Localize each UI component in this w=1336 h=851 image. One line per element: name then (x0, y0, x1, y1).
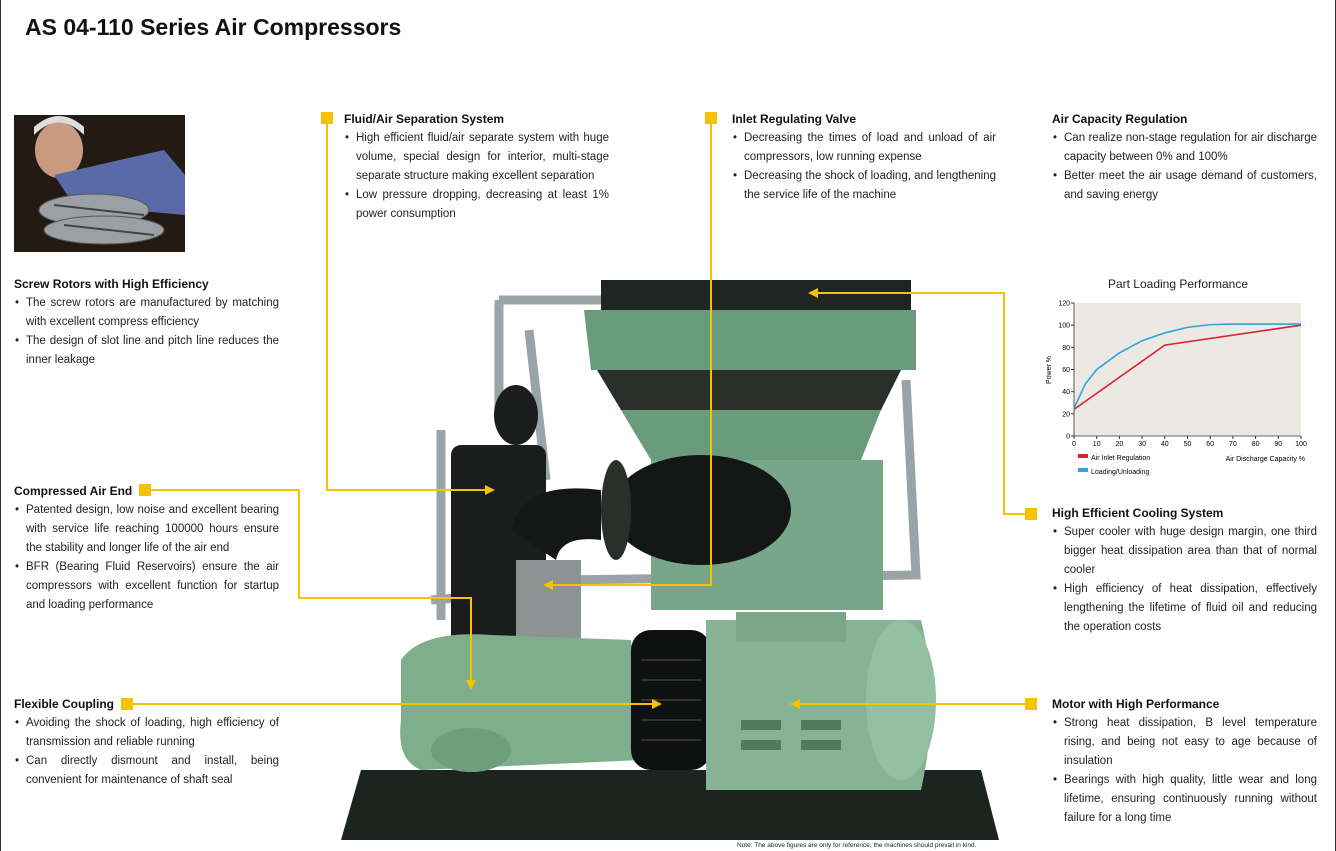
section-title: Compressed Air End (14, 484, 133, 498)
x-axis-label: Air Discharge Capacity % (1226, 456, 1305, 463)
flexible-coupling-section: Flexible Coupling Avoiding the shock of … (14, 695, 279, 790)
y-tick-label: 100 (1058, 323, 1070, 330)
bullet: Can directly dismount and install, being… (14, 752, 279, 790)
x-tick-label: 50 (1184, 441, 1192, 448)
bullet: Patented design, low noise and excellent… (14, 501, 279, 558)
y-tick-label: 60 (1062, 367, 1070, 374)
bullet: Decreasing the times of load and unload … (732, 129, 996, 167)
footnote: Note: The above figures are only for ref… (737, 842, 977, 849)
x-tick-label: 20 (1116, 441, 1124, 448)
x-tick-label: 30 (1138, 441, 1146, 448)
bullet: Bearings with high quality, little wear … (1052, 771, 1317, 828)
plot-area (1074, 303, 1301, 436)
x-tick-label: 40 (1161, 441, 1169, 448)
cooling-system-section: High Efficient Cooling System Super cool… (1052, 504, 1317, 637)
y-tick-label: 0 (1066, 434, 1070, 441)
bullet: BFR (Bearing Fluid Reservoirs) ensure th… (14, 558, 279, 615)
section-title: Fluid/Air Separation System (344, 112, 505, 126)
x-tick-label: 90 (1274, 441, 1282, 448)
x-tick-label: 60 (1206, 441, 1214, 448)
inlet-regulating-valve-section: Inlet Regulating Valve Decreasing the ti… (732, 110, 996, 205)
section-title: Screw Rotors with High Efficiency (14, 277, 209, 291)
y-tick-label: 40 (1062, 389, 1070, 396)
section-title: High Efficient Cooling System (1052, 506, 1224, 520)
y-tick-label: 120 (1058, 301, 1070, 308)
part-loading-chart: Part Loading Performance 0 10 20 30 40 50 60 70… (1046, 277, 1307, 476)
section-title: Flexible Coupling (14, 697, 115, 711)
bullet: The screw rotors are manufactured by mat… (14, 294, 279, 332)
air-capacity-regulation-section: Air Capacity Regulation Can realize non-… (1052, 110, 1317, 205)
compressed-air-end-section: Compressed Air End Patented design, low … (14, 482, 279, 615)
page-title: AS 04-110 Series Air Compressors (25, 14, 402, 40)
section-title: Air Capacity Regulation (1052, 112, 1188, 126)
y-axis-label: Power % (1046, 356, 1053, 384)
legend-swatch-blue (1078, 468, 1088, 472)
bullet: Can realize non-stage regulation for air… (1052, 129, 1317, 167)
bullet: High efficient fluid/air separate system… (344, 129, 609, 186)
bullet: Better meet the air usage demand of cust… (1052, 167, 1317, 205)
bullet: High efficiency of heat dissipation, eff… (1052, 580, 1317, 637)
motor-section: Motor with High Performance Strong heat … (1052, 695, 1317, 828)
bullet: Super cooler with huge design margin, on… (1052, 523, 1317, 580)
legend-label: Air Inlet Regulation (1091, 455, 1150, 462)
x-tick-label: 80 (1252, 441, 1260, 448)
fluid-air-separation-section: Fluid/Air Separation System High efficie… (344, 110, 609, 224)
y-tick-label: 20 (1062, 411, 1070, 418)
section-title: Motor with High Performance (1052, 697, 1220, 711)
chart-title: Part Loading Performance (1108, 277, 1248, 291)
legend-label: Loading/Unloading (1091, 469, 1149, 476)
section-title: Inlet Regulating Valve (732, 112, 857, 126)
series-line-0 (1073, 324, 1302, 411)
legend-swatch-red (1078, 454, 1088, 458)
bullet: Decreasing the shock of loading, and len… (732, 167, 996, 205)
bullet: Strong heat dissipation, B level tempera… (1052, 714, 1317, 771)
x-tick-label: 70 (1229, 441, 1237, 448)
x-tick-label: 100 (1295, 441, 1307, 448)
y-tick-label: 80 (1062, 345, 1070, 352)
worker-with-screw-rotor-photo (14, 115, 185, 252)
bullet: The design of slot line and pitch line r… (14, 332, 279, 370)
x-tick-label: 0 (1072, 441, 1076, 448)
series-line-1 (1073, 323, 1301, 409)
bullet: Avoiding the shock of loading, high effi… (14, 714, 279, 752)
bullet: Low pressure dropping, decreasing at lea… (344, 186, 609, 224)
x-tick-label: 10 (1093, 441, 1101, 448)
screw-rotors-section: Screw Rotors with High Efficiency The sc… (14, 275, 279, 370)
